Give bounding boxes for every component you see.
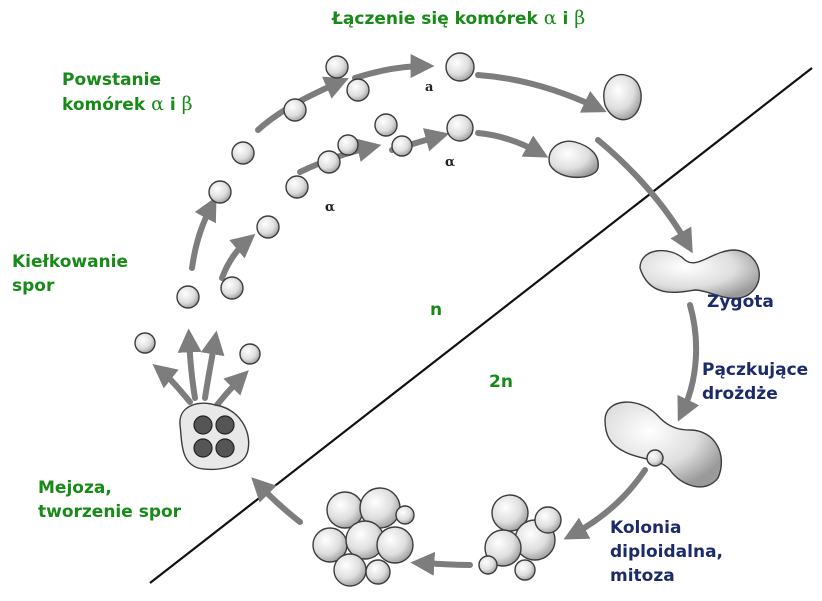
yeast-cell-icon [285, 175, 309, 199]
meiosis-label: Mejoza,tworzenie spor [38, 478, 182, 522]
curved-arrow-icon [595, 137, 693, 254]
cell-tag-a: a [425, 80, 434, 95]
budding-diploid-cell [604, 401, 723, 488]
curved-arrow-icon [475, 72, 607, 113]
curved-arrow-icon [475, 130, 549, 158]
cell-tag-alpha-lower: α [325, 200, 336, 215]
curved-arrow-icon [410, 551, 473, 576]
diploid-colony [478, 494, 562, 581]
curved-arrow-icon [219, 233, 256, 281]
yeast-cell-icon [215, 415, 235, 435]
yeast-cell-icon [365, 559, 391, 585]
curved-arrow-icon [563, 467, 648, 540]
inner-arc-arrows [219, 128, 549, 281]
zygote-label: Zygota [707, 292, 774, 312]
yeast-cell-icon [193, 438, 213, 458]
germination-arrows [152, 328, 249, 408]
yeast-cell-icon [548, 140, 599, 178]
outer-arc-arrows [189, 54, 607, 271]
yeast-cell-icon [208, 180, 232, 204]
yeast-cell-icon [231, 141, 255, 165]
yeast-cell-icon [374, 113, 398, 137]
curved-arrow-icon [200, 330, 225, 401]
yeast-cell-icon [391, 135, 413, 157]
yeast-cell-icon [646, 449, 664, 467]
haploid-phase-label: n [430, 300, 443, 320]
curved-arrow-icon [214, 370, 249, 408]
yeast-cell-icon [446, 114, 474, 142]
curved-arrow-icon [189, 196, 217, 271]
yeast-cell-icon [239, 343, 261, 365]
yeast-cell-icon [283, 98, 307, 122]
yeast-cell-icon [395, 505, 415, 525]
fusion-label: Łączenie się komórek α i β [332, 7, 586, 29]
yeast-cell-icon [256, 215, 280, 239]
yeast-cell-icon [337, 134, 359, 156]
yeast-cell-icon [220, 276, 244, 300]
yeast-cell-icon [514, 559, 536, 581]
curved-arrow-icon [251, 477, 303, 525]
curved-arrow-icon [177, 328, 202, 401]
yeast-cell-icon [134, 332, 156, 354]
haploid-cells-outer [176, 52, 642, 309]
yeast-cell-icon [639, 249, 760, 300]
curved-arrow-icon [152, 364, 193, 405]
spore-tetrad [179, 402, 250, 471]
yeast-cell-icon [333, 553, 367, 587]
germinated-spores [134, 332, 261, 365]
diploid-phase-label: 2n [489, 372, 513, 392]
yeast-cell-icon [193, 415, 213, 435]
yeast-cell-icon [215, 438, 235, 458]
yeast-cell-icon [478, 555, 498, 575]
yeast-cell-icon [376, 526, 414, 564]
yeast-cell-icon [604, 401, 723, 488]
meiosis-cluster [312, 487, 415, 587]
yeast-cell-icon [325, 55, 349, 79]
cycle-arrows [251, 137, 700, 576]
cell-tag-alpha-inner: α [445, 155, 456, 170]
yeast-cell-icon [484, 529, 522, 567]
zygote-cell [639, 249, 760, 300]
curved-arrow-icon [677, 302, 700, 422]
yeast-cell-icon [317, 150, 341, 174]
yeast-cell-icon [445, 52, 475, 82]
yeast-cell-icon [534, 506, 562, 534]
haploid-cells-inner [220, 113, 599, 300]
ascus-wall [179, 402, 250, 471]
curved-arrow-icon [352, 54, 435, 81]
yeast-cell-icon [346, 78, 370, 102]
yeast-cell-icon [176, 285, 200, 309]
yeast-cell-icon [603, 73, 642, 121]
